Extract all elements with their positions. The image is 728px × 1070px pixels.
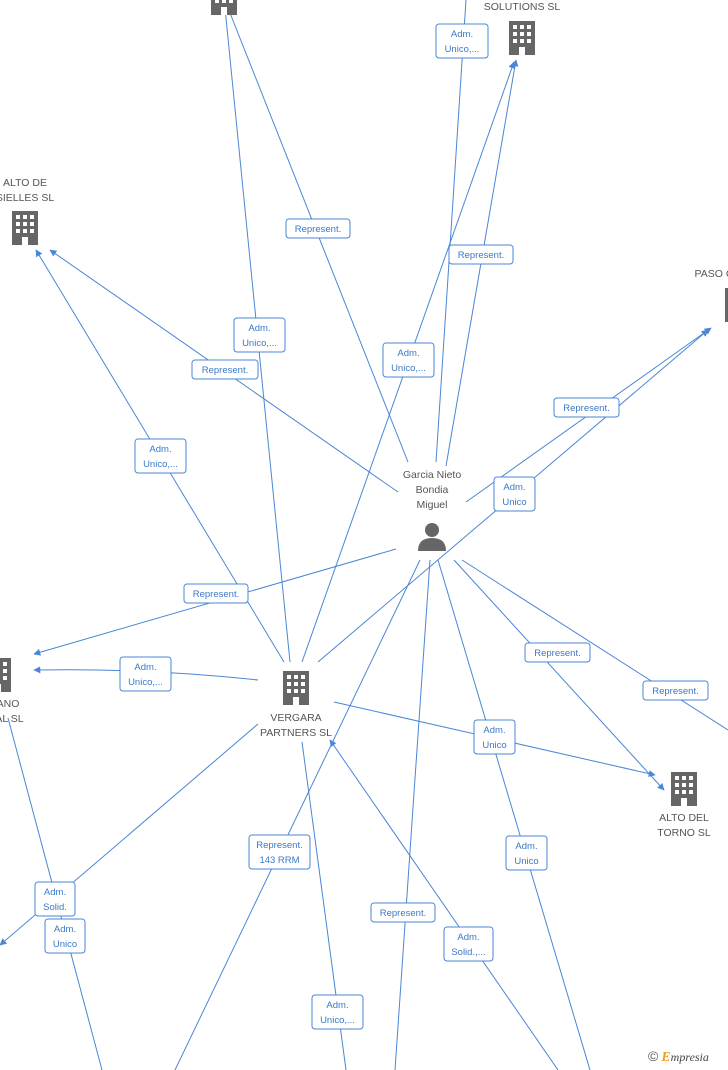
node-top[interactable] [211,0,237,15]
edge-label-text: Unico [53,939,77,950]
brand-initial: E [661,1050,671,1065]
edge-label-text: Adm. [248,323,270,334]
building-icon [671,772,697,806]
node-label: TORNO SL [657,827,711,839]
edge-label[interactable]: Adm. Solid.,... [443,926,494,962]
edge-label[interactable]: Adm. Unico [505,835,548,871]
edge-label-text: Represent. [534,648,580,659]
node-label: SOLUTIONS SL [484,1,561,13]
edge-line [174,559,421,1070]
edge-label[interactable]: Adm. Unico [44,918,86,954]
node-label: ANO [0,698,19,710]
edge-label-text: Unico [514,856,538,867]
person-icon [418,523,446,551]
edge-line [329,739,559,1070]
edge-label[interactable]: Adm. Unico,... [311,994,364,1030]
edge-label-text: Adm. [54,924,76,935]
edge-label-text: Adm. [503,482,525,493]
edge-label-text: Unico,... [320,1015,355,1026]
node-alto-de[interactable]: ALTO DE SIELLES SL [0,177,54,245]
edge-label[interactable]: Adm. Solid. [34,881,76,917]
edge-line [435,0,467,463]
edge-label-text: Unico,... [391,363,426,374]
edge-label-text: Adm. [515,841,537,852]
edge-label[interactable]: Represent. 143 RRM [248,834,311,870]
edge-label[interactable]: Adm. Unico,... [119,656,172,692]
edge-label[interactable]: Adm. Unico,... [233,317,286,353]
edge-label-text: Adm. [134,662,156,673]
edge-label[interactable]: Represent. [285,218,351,239]
edge-label[interactable]: Represent. [191,359,259,380]
node-label: Garcia Nieto [403,469,462,481]
node-label: Bondia [416,484,449,496]
building-icon [509,21,535,55]
edge-label-text: Adm. [483,725,505,736]
edge-label-text: Represent. [563,403,609,414]
edge-label-text: Adm. [451,29,473,40]
edge-label-text: Represent. [458,250,504,261]
nodes-layer: SOLUTIONS SL ALTO DE SIELLES SL PASO C Garci… [0,0,728,839]
edge-label[interactable]: Adm. Unico [473,719,516,755]
building-icon [12,211,38,245]
edge-label[interactable]: Represent. [370,902,436,923]
edge-label[interactable]: Represent. [642,680,709,701]
edge-label-text: Unico,... [128,677,163,688]
node-label: ALTO DEL [659,812,709,824]
node-alto-torno[interactable]: ALTO DEL TORNO SL [657,772,711,839]
edge-label[interactable]: Represent. [553,397,620,418]
node-vergara[interactable]: VERGARA PARTNERS SL [260,671,332,739]
brand-name: mpresia [670,1050,709,1064]
edge-label-text: Unico,... [242,338,277,349]
node-label: PARTNERS SL [260,727,332,739]
edge-label-text: Represent. [202,365,248,376]
node-label: IAL SL [0,713,24,725]
edge-line [394,559,431,1070]
node-label: VERGARA [270,712,321,724]
building-icon [0,658,11,692]
edge-line [461,559,728,731]
edge-label[interactable]: Represent. [448,244,514,265]
edge-label[interactable]: Adm. Unico,... [382,342,435,378]
edge-label[interactable]: Represent. [183,583,249,604]
edge-label-text: Unico,... [143,459,178,470]
edge-label-text: Solid. [43,902,67,913]
node-label: Miguel [417,499,448,511]
edge-label[interactable]: Represent. [524,642,591,663]
node-label: ALTO DE [3,177,47,189]
copyright-symbol: © [648,1048,659,1064]
edge-label-text: Adm. [397,348,419,359]
edge-label-text: Represent. [256,840,302,851]
edge-label-text: Adm. [44,887,66,898]
node-ano[interactable]: ANO IAL SL [0,658,24,725]
footer-brand: © Empresia [648,1048,728,1066]
edge-label-text: Represent. [380,908,426,919]
edge-label-text: Adm. [149,444,171,455]
node-label: SIELLES SL [0,192,54,204]
edge-line [437,559,591,1070]
edge-label-text: Represent. [295,224,341,235]
edge-label-text: Adm. [326,1000,348,1011]
edge-label-text: Unico,... [445,44,480,55]
edge-label-text: 143 RRM [259,855,299,866]
node-paso[interactable]: PASO C [695,268,728,322]
node-label: PASO C [695,268,728,280]
edge-label[interactable]: Adm. Unico,... [435,23,489,59]
node-solutions[interactable]: SOLUTIONS SL [484,1,561,55]
edge-label-text: Unico [482,740,506,751]
edge-label[interactable]: Adm. Unico,... [134,438,187,474]
edge-label-text: Represent. [652,686,698,697]
building-icon [211,0,237,15]
edge-label-text: Adm. [457,932,479,943]
edge-labels-layer: Adm. Unico,... Represent. Represent. Adm. Uni… [34,23,709,1030]
edge-label-text: Unico [502,497,526,508]
edge-label-text: Represent. [193,589,239,600]
building-icon [283,671,309,705]
edge-label-text: Solid.,... [451,947,485,958]
edge-label[interactable]: Adm. Unico [493,476,536,512]
edge-line [453,559,665,791]
